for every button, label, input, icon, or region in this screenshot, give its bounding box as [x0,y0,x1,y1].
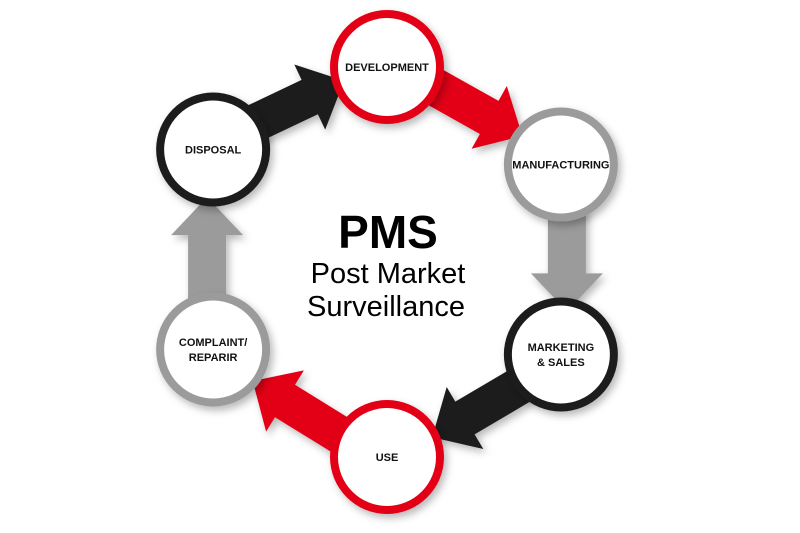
center-title: PMS [338,206,438,258]
arrow-marketing-sales-to-use [432,368,532,449]
arrow-disposal-to-development [242,64,345,143]
stage-label-complaint-repair-line2: REPARIR [189,352,238,364]
arrow-use-to-complaint-repair [252,370,352,452]
stage-label-manufacturing: MANUFACTURING [512,160,609,172]
stage-node-manufacturing: MANUFACTURING [503,107,618,222]
stage-face-manufacturing [511,115,610,214]
stage-label-development: DEVELOPMENT [345,62,429,74]
stage-node-disposal: DISPOSAL [156,92,271,207]
arrow-complaint-repair-to-disposal [171,197,244,302]
stage-label-complaint-repair-line1: COMPLAINT/ [179,337,247,349]
center-subtitle-line1: Post Market [311,258,466,290]
stage-node-complaint-repair: COMPLAINT/REPARIR [156,292,271,407]
arrow-manufacturing-to-marketing-sales [530,207,603,312]
stage-node-use: USE [330,400,444,514]
stage-face-disposal [164,100,263,199]
stage-face-complaint-repair [164,300,263,399]
arrow-development-to-manufacturing [422,68,523,149]
stage-face-development [338,18,436,116]
stage-node-development: DEVELOPMENT [330,10,444,124]
stage-node-marketing-sales: MARKETING & SALES [503,297,618,412]
cycle-arrows [171,64,603,452]
stage-face-use [338,408,436,506]
stage-face-marketing-sales [511,305,610,404]
stage-label-disposal: DISPOSAL [185,145,242,157]
center-subtitle-line2: Surveillance [307,291,465,323]
stage-label-marketing-sales-line2: & SALES [537,357,585,369]
stage-label-marketing-sales-line1: MARKETING [528,342,595,354]
stage-label-use: USE [376,452,399,464]
center-text: PMS Post Market Surveillance [307,206,465,323]
cycle-nodes: DEVELOPMENT MANUFACTURING MARKETING & SALES… [156,10,618,514]
